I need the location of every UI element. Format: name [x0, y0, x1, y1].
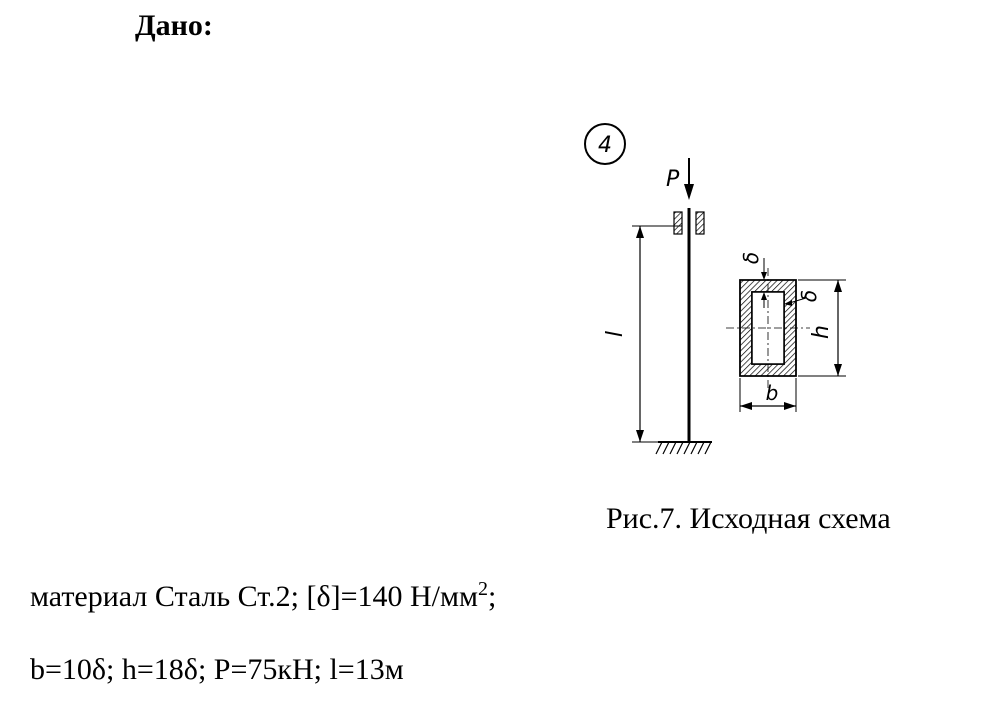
material-unit-superscript: 2	[477, 578, 488, 600]
delta-side-label: δ	[797, 290, 821, 302]
fixed-base-support	[655, 441, 712, 455]
scheme-number-label: 4	[598, 133, 612, 158]
height-dimension: h	[798, 279, 846, 377]
length-label: l	[603, 331, 628, 337]
page-heading: Дано:	[135, 9, 213, 42]
length-dimension: l	[603, 225, 682, 443]
load-arrow: P	[666, 158, 694, 200]
height-label: h	[809, 325, 834, 339]
width-label: b	[766, 381, 779, 405]
delta-top-label: δ	[739, 252, 763, 264]
column-scheme-figure: 4 P l	[584, 123, 846, 455]
width-dimension: b	[739, 378, 797, 412]
wall-thickness-dimension-side: δ	[784, 290, 821, 306]
top-guide-support	[673, 211, 705, 235]
scheme-number: 4	[584, 123, 626, 165]
material-line: материал Сталь Ст.2; [δ]=140 Н/мм2;	[30, 579, 496, 615]
parameters-line: b=10δ; h=18δ; P=75кН; l=13м	[30, 653, 404, 686]
cross-section	[726, 268, 810, 390]
load-label: P	[666, 167, 680, 192]
material-text: материал Сталь Ст.2; [δ]=140 Н/мм	[30, 580, 478, 613]
figure-caption: Рис.7. Исходная схема	[606, 502, 891, 535]
wall-thickness-dimension-top: δ	[739, 252, 767, 308]
material-suffix: ;	[487, 580, 497, 613]
